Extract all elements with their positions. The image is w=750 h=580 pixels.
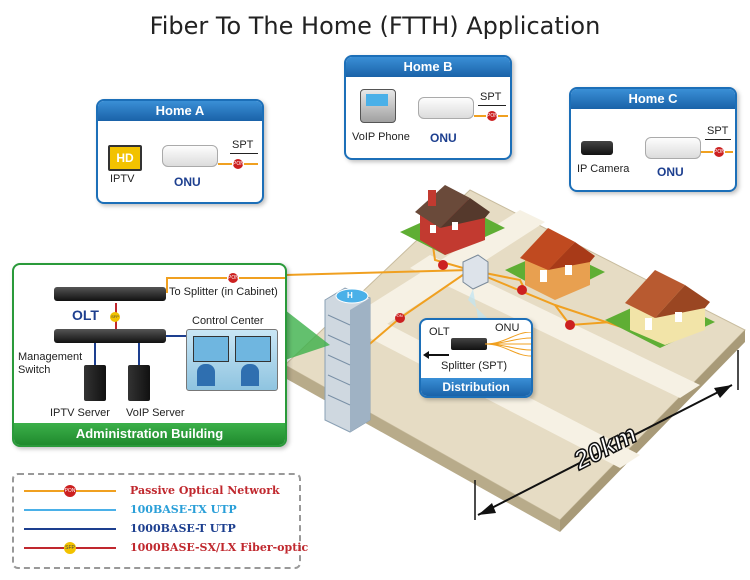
camera-icon bbox=[581, 141, 613, 155]
tv-icon: HD bbox=[108, 145, 142, 171]
home-b-device-label: VoIP Phone bbox=[352, 131, 410, 143]
home-c-device-label: IP Camera bbox=[577, 163, 630, 175]
utp-line bbox=[94, 343, 96, 365]
pon-marker-3 bbox=[565, 320, 575, 330]
cabinet-map bbox=[462, 254, 489, 290]
legend: PON Passive Optical Network 100BASE-TX UTP… bbox=[12, 473, 308, 569]
splitter-fibers bbox=[485, 332, 531, 357]
pon-marker: PON bbox=[486, 110, 498, 122]
house-a bbox=[415, 185, 490, 255]
pon-marker-2 bbox=[395, 313, 405, 323]
onu-icon bbox=[162, 145, 218, 167]
phone-icon bbox=[360, 89, 396, 123]
to-splitter-label: To Splitter (in Cabinet) bbox=[169, 286, 278, 298]
home-b-spt-label: SPT bbox=[480, 91, 502, 103]
admin-building-box: OLT PON To Splitter (in Cabinet) SFP Man… bbox=[12, 263, 287, 447]
voip-server-label: VoIP Server bbox=[126, 407, 185, 419]
management-label: Management bbox=[18, 351, 83, 363]
home-a-onu-label: ONU bbox=[174, 175, 201, 189]
control-center-label: Control Center bbox=[192, 315, 264, 327]
olt-device-icon bbox=[54, 287, 166, 301]
pon-marker-5 bbox=[517, 285, 527, 295]
pon-line-drop bbox=[166, 277, 168, 293]
pon-line bbox=[166, 277, 285, 279]
diagram-title: Fiber To The Home (FTTH) Application bbox=[149, 12, 601, 40]
iptv-server-label: IPTV Server bbox=[50, 407, 110, 419]
arrow-line bbox=[478, 105, 506, 106]
home-b-box: Home B VoIP Phone ONU SPT PON bbox=[344, 55, 512, 160]
distribution-cabinet-title: Distribution Cabinet bbox=[421, 378, 531, 396]
onu-icon bbox=[418, 97, 474, 119]
home-a-spt-label: SPT bbox=[232, 139, 254, 151]
switch-label: Switch bbox=[18, 364, 51, 376]
home-c-onu-label: ONU bbox=[657, 165, 684, 179]
arrow-line bbox=[230, 153, 258, 154]
home-a-device-label: IPTV bbox=[110, 173, 135, 185]
house-c bbox=[625, 270, 710, 345]
home-b-onu-label: ONU bbox=[430, 131, 457, 145]
legend-line-swatch bbox=[24, 509, 116, 511]
legend-label: 100BASE-TX UTP bbox=[130, 503, 237, 516]
sfp-marker: SFP bbox=[64, 542, 76, 554]
legend-row: 1000BASE-T UTP bbox=[24, 521, 294, 537]
arrow-line bbox=[705, 139, 731, 140]
legend-label: 1000BASE-T UTP bbox=[130, 522, 236, 535]
pon-marker: PON bbox=[232, 158, 244, 170]
utp-line bbox=[138, 343, 140, 365]
home-b-title: Home B bbox=[346, 57, 510, 77]
home-c-spt-label: SPT bbox=[707, 125, 729, 137]
sfp-marker: SFP bbox=[110, 312, 120, 322]
admin-tower bbox=[324, 287, 371, 433]
pon-line-to-cabinet bbox=[284, 269, 471, 276]
legend-label: 1000BASE-SX/LX Fiber-optic bbox=[130, 541, 309, 554]
legend-label: Passive Optical Network bbox=[130, 484, 280, 497]
home-a-box: Home A HD IPTV ONU SPT PON bbox=[96, 99, 264, 204]
pon-marker-4 bbox=[438, 260, 448, 270]
olt-label: OLT bbox=[72, 307, 99, 323]
legend-row: PON Passive Optical Network bbox=[24, 483, 294, 499]
cabinet-onu-label: ONU bbox=[495, 322, 520, 334]
map-pon-label: PON bbox=[394, 313, 403, 318]
splitter-device-icon bbox=[451, 338, 487, 350]
splitter-label: Splitter (SPT) bbox=[441, 360, 508, 372]
arrow-left-icon bbox=[423, 351, 429, 359]
legend-row: SFP 1000BASE-SX/LX Fiber-optic bbox=[24, 540, 308, 556]
utp-line bbox=[166, 335, 192, 337]
voip-server-icon bbox=[128, 365, 150, 401]
legend-line-swatch bbox=[24, 528, 116, 530]
admin-building-title: Administration Building bbox=[14, 423, 285, 445]
admin-callout bbox=[285, 310, 330, 360]
home-c-box: Home C IP Camera ONU SPT PON bbox=[569, 87, 737, 192]
home-c-title: Home C bbox=[571, 89, 735, 109]
tower-badge: H bbox=[347, 291, 353, 300]
home-a-title: Home A bbox=[98, 101, 262, 121]
distribution-cabinet-box: OLT ONU Splitter (SPT) Distribution Cabi… bbox=[419, 318, 533, 398]
pon-marker: PON bbox=[713, 146, 725, 158]
distance-arrow bbox=[474, 350, 739, 520]
onu-icon bbox=[645, 137, 701, 159]
iptv-server-icon bbox=[84, 365, 106, 401]
switch-device-icon bbox=[54, 329, 166, 343]
road-2 bbox=[410, 255, 700, 398]
pon-marker: PON bbox=[64, 485, 76, 497]
house-b bbox=[520, 228, 595, 300]
legend-row: 100BASE-TX UTP bbox=[24, 502, 294, 518]
arrow-left-line bbox=[427, 354, 449, 356]
pon-marker: PON bbox=[227, 272, 239, 284]
tv-badge: HD bbox=[116, 151, 134, 165]
control-center-icon bbox=[186, 329, 278, 391]
cabinet-olt-label: OLT bbox=[429, 326, 450, 338]
ground-edge-right bbox=[560, 330, 745, 532]
